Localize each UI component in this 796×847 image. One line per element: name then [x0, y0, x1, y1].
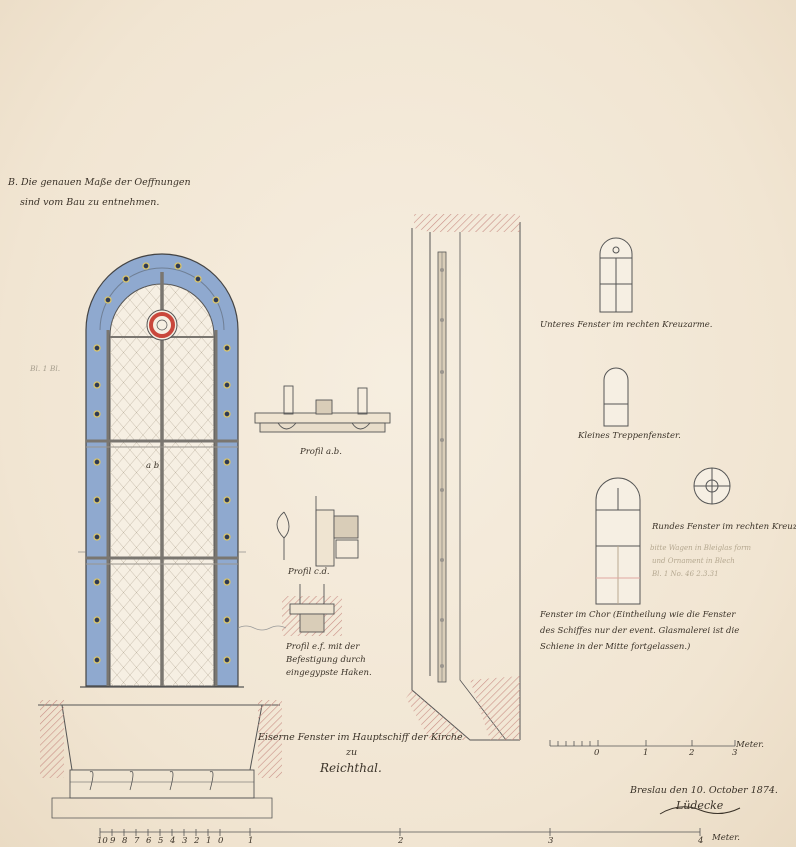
scale-bottom-tick: 1 [248, 836, 254, 846]
scale-bottom-tick: 6 [146, 836, 152, 846]
kleines-treppenfenster [603, 367, 629, 427]
scale-bottom-tick: 4 [170, 836, 176, 846]
scale-bottom-tick: 3 [182, 836, 188, 846]
scale-bottom-tick: 3 [548, 836, 554, 846]
label-kleines-treppenfenster: Kleines Treppenfenster. [578, 431, 681, 441]
border-rosettes [93, 262, 231, 664]
faint-pencil-2: und Ornament in Blech [652, 557, 735, 565]
label-unteres-fenster: Unteres Fenster im rechten Kreuzarme. [540, 320, 713, 330]
scale-right-tick-0: 0 [594, 748, 600, 758]
scale-bottom-tick: 0 [218, 836, 224, 846]
scale-unit-bottom: Meter. [712, 833, 741, 843]
label-profil-ef-2: Befestigung durch [286, 655, 366, 665]
profile-cd-detail [276, 496, 359, 567]
scale-bottom-tick: 8 [122, 836, 128, 846]
place-date: Breslau den 10. October 1874. [630, 785, 778, 796]
scale-bottom-tick: 5 [158, 836, 164, 846]
vertical-section [406, 214, 521, 741]
instruction-line-1: B. Die genauen Maße der Oeffnungen [8, 177, 191, 188]
profile-ef-detail [237, 584, 342, 636]
scale-bottom-tick: 1 [206, 836, 212, 846]
label-chor-1: Fenster im Chor (Eintheilung wie die Fen… [540, 610, 736, 620]
rosette [146, 309, 178, 341]
title-line-3: Reichthal. [320, 761, 382, 775]
label-chor-2: des Schiffes nur der event. Glasmalerei … [540, 626, 740, 636]
title-line-2: zu [346, 747, 358, 758]
scale-bottom-tick: 9 [110, 836, 116, 846]
rundes-fenster [693, 467, 731, 505]
label-profil-ab: Profil a.b. [300, 447, 342, 457]
profile-ab-detail [254, 385, 391, 433]
margin-pencil-note: Bl. 1 Bl. [30, 364, 61, 373]
label-profil-ef-3: eingegypste Haken. [286, 668, 372, 678]
signature: Lüdecke [676, 799, 724, 812]
title-line-1: Eiserne Fenster im Hauptschiff der Kirch… [258, 732, 463, 743]
scale-right-tick-2: 2 [689, 748, 695, 758]
meter-scale-right [549, 740, 736, 747]
label-profil-cd: Profil c.d. [288, 567, 330, 577]
signature-flourish [659, 806, 741, 815]
scale-right-tick-3: 3 [732, 748, 738, 758]
label-profil-ef-1: Profil e.f. mit der [286, 642, 360, 652]
scale-bottom-tick: 2 [194, 836, 200, 846]
unteres-fenster [599, 237, 633, 313]
instruction-line-2: sind vom Bau zu entnehmen. [20, 197, 160, 208]
label-rundes-fenster: Rundes Fenster im rechten Kreuzarme. [652, 522, 796, 532]
scale-unit-right: Meter. [736, 740, 765, 750]
scale-bottom-tick: 4 [698, 836, 704, 846]
label-ab: a b [146, 461, 160, 471]
scale-right-tick-1: 1 [643, 748, 649, 758]
scale-bottom-tick: 10 [97, 836, 108, 846]
main-window-elevation [78, 253, 246, 688]
label-chor-3: Schiene in der Mitte fortgelassen.) [540, 642, 691, 652]
sill-section [38, 700, 282, 819]
scale-bottom-tick: 2 [398, 836, 404, 846]
scale-bottom-tick: 7 [134, 836, 140, 846]
faint-pencil-1: bitte Wagen in Bleiglas form [650, 544, 752, 552]
meter-scale-bottom [99, 828, 701, 836]
faint-pencil-3: Bl. 1 No. 46 2.3.31 [652, 570, 719, 578]
chor-fenster [595, 477, 641, 605]
